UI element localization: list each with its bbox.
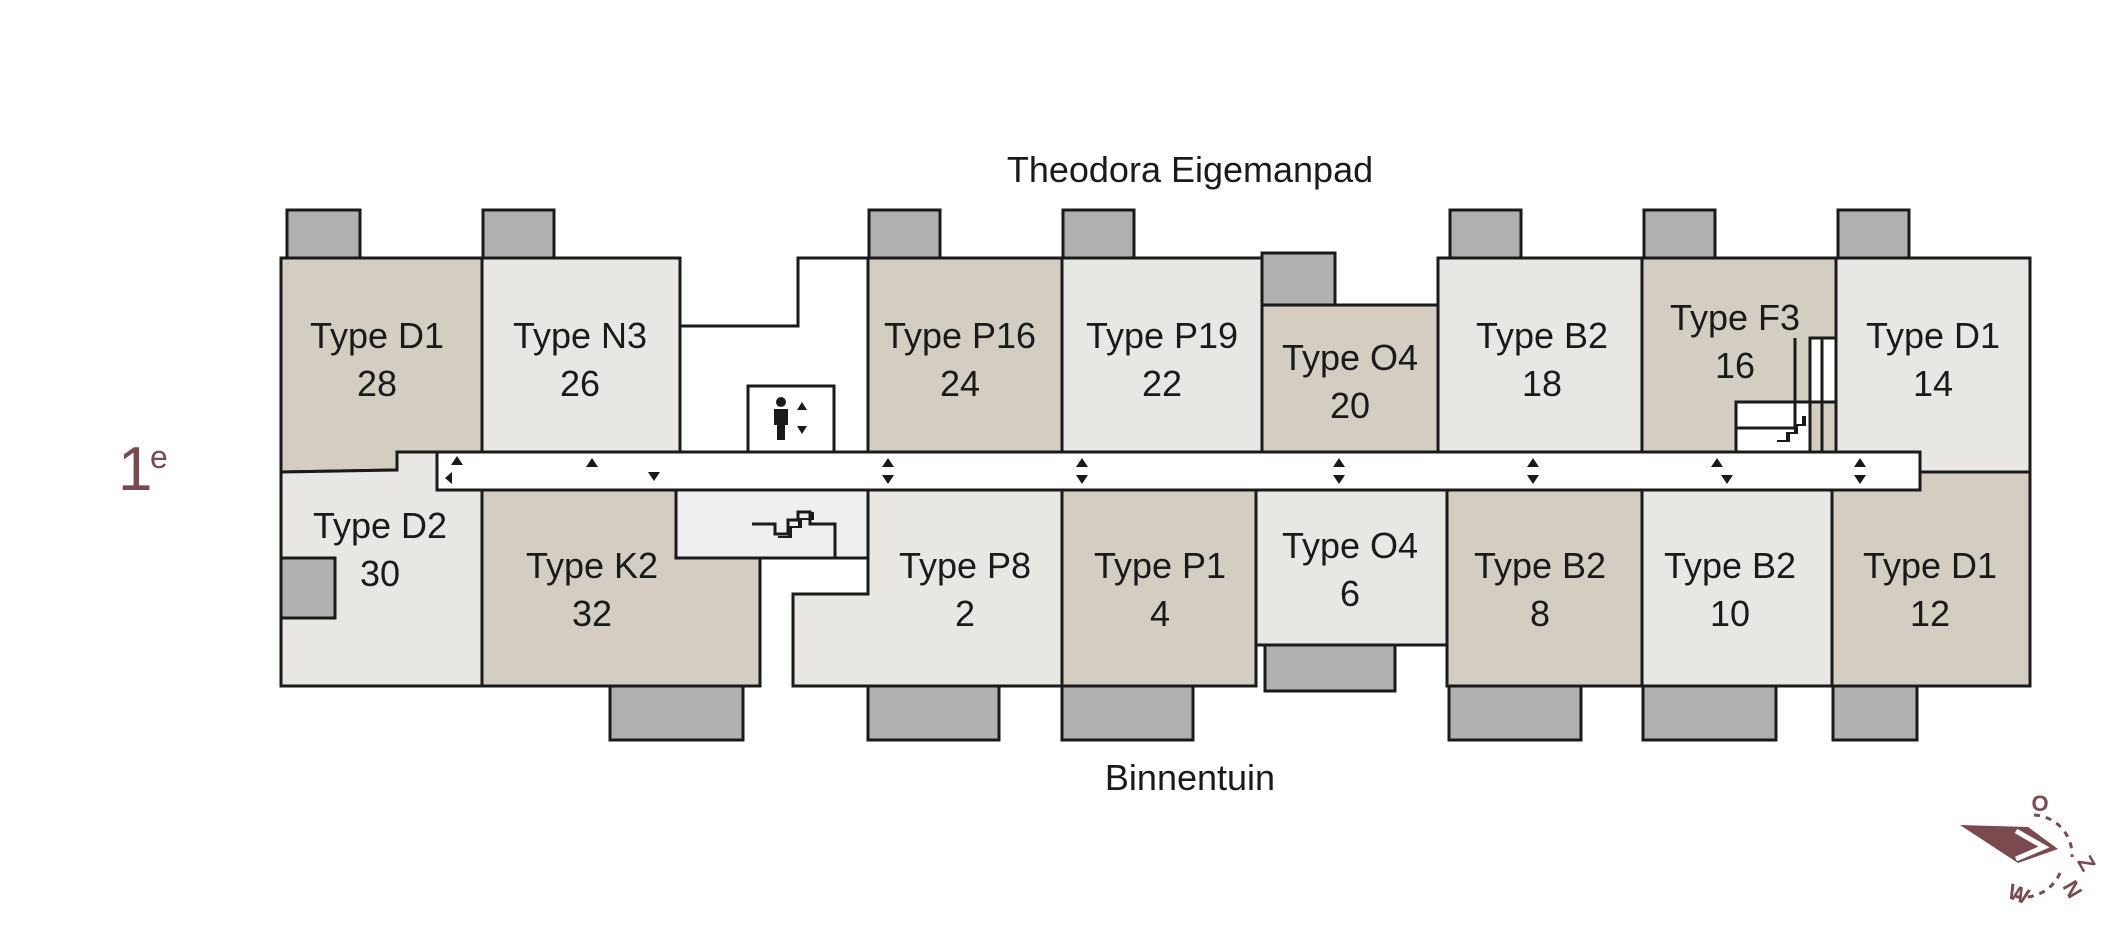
unit-20 <box>1260 303 1440 454</box>
outer-wall <box>680 256 868 328</box>
street-south: Binnentuin <box>1105 757 1275 798</box>
unit-type: Type N3 <box>513 315 647 356</box>
balcony <box>608 684 745 742</box>
unit-number: 22 <box>1142 363 1182 404</box>
unit-number: 2 <box>955 593 975 634</box>
unit-type: Type B2 <box>1664 545 1796 586</box>
door-marker <box>445 456 463 484</box>
unit-4 <box>1060 488 1258 688</box>
floor-number: 1 <box>118 435 152 504</box>
unit-type: Type D1 <box>310 315 444 356</box>
unit-8 <box>1445 488 1644 688</box>
balcony <box>1060 684 1195 742</box>
door-marker <box>1076 458 1088 484</box>
unit-labels: Type D1 28 Type N3 26 Type P16 24 Type P… <box>310 297 2000 634</box>
door-marker <box>1854 458 1866 484</box>
compass-rose-icon: O Z W N <box>1960 791 2101 909</box>
balcony <box>279 556 337 620</box>
unit-number: 28 <box>357 363 397 404</box>
balcony <box>1642 208 1717 260</box>
balcony <box>1836 208 1911 260</box>
stair-passage <box>758 558 868 686</box>
door-marker <box>1333 458 1345 484</box>
unit-number: 30 <box>360 553 400 594</box>
unit-number: 8 <box>1530 593 1550 634</box>
unit-number: 12 <box>1910 593 1950 634</box>
elevator-shaft <box>746 384 836 454</box>
balcony <box>1061 208 1136 260</box>
balcony <box>867 208 942 260</box>
unit-number: 14 <box>1913 363 1953 404</box>
balcony <box>1263 643 1397 693</box>
unit-10 <box>1640 488 1834 688</box>
balcony <box>1641 684 1778 742</box>
compass-letter-south: Z <box>2072 851 2100 875</box>
stairs-line <box>752 510 837 558</box>
unit-number: 24 <box>940 363 980 404</box>
unit-number: 32 <box>572 593 612 634</box>
door-marker <box>586 458 598 467</box>
compass-letter-west: W <box>2005 879 2033 910</box>
unit-type: Type D2 <box>313 505 447 546</box>
unit-type: Type P1 <box>1094 545 1226 586</box>
door-markers <box>445 456 1866 484</box>
balcony <box>481 208 556 260</box>
unit-type: Type F3 <box>1670 297 1800 338</box>
corridor <box>435 450 1922 492</box>
unit-number: 6 <box>1340 573 1360 614</box>
unit-number: 26 <box>560 363 600 404</box>
door-marker <box>882 458 894 484</box>
balconies-north <box>285 208 1911 307</box>
compass-letter-north: N <box>2058 876 2088 902</box>
balcony <box>866 684 1001 742</box>
unit-type: Type B2 <box>1476 315 1608 356</box>
unit-number: 18 <box>1522 363 1562 404</box>
units-south <box>279 450 2032 688</box>
unit-type: Type O4 <box>1282 525 1418 566</box>
unit-number: 10 <box>1710 593 1750 634</box>
compass-n-mark <box>2014 828 2050 862</box>
unit-type: Type B2 <box>1474 545 1606 586</box>
unit-type: Type D1 <box>1866 315 2000 356</box>
unit-number: 16 <box>1715 345 1755 386</box>
door-marker <box>648 472 660 481</box>
compass-letter-east: O <box>2031 791 2048 816</box>
stairs-icon <box>778 512 814 538</box>
unit-type: Type P19 <box>1086 315 1238 356</box>
balcony <box>1447 684 1583 742</box>
street-north: Theodora Eigemanpad <box>1007 149 1373 190</box>
unit-type: Type P16 <box>884 315 1036 356</box>
units-north <box>279 256 2032 474</box>
unit-type: Type P8 <box>899 545 1031 586</box>
unit-number: 20 <box>1330 385 1370 426</box>
unit-16-stair <box>1734 336 1838 452</box>
door-marker <box>1711 458 1733 484</box>
balcony <box>1448 208 1523 260</box>
unit-type: Type K2 <box>526 545 658 586</box>
unit-6 <box>1254 488 1449 647</box>
compass-arc <box>2009 872 2062 899</box>
balcony <box>1260 251 1337 307</box>
balcony <box>285 208 362 260</box>
balcony <box>1831 684 1919 742</box>
floor-suffix: e <box>150 439 168 475</box>
unit-number: 4 <box>1150 593 1170 634</box>
elevator-icon <box>774 397 807 440</box>
unit-type: Type D1 <box>1863 545 1997 586</box>
unit-type: Type O4 <box>1282 337 1418 378</box>
door-marker <box>1527 458 1539 484</box>
